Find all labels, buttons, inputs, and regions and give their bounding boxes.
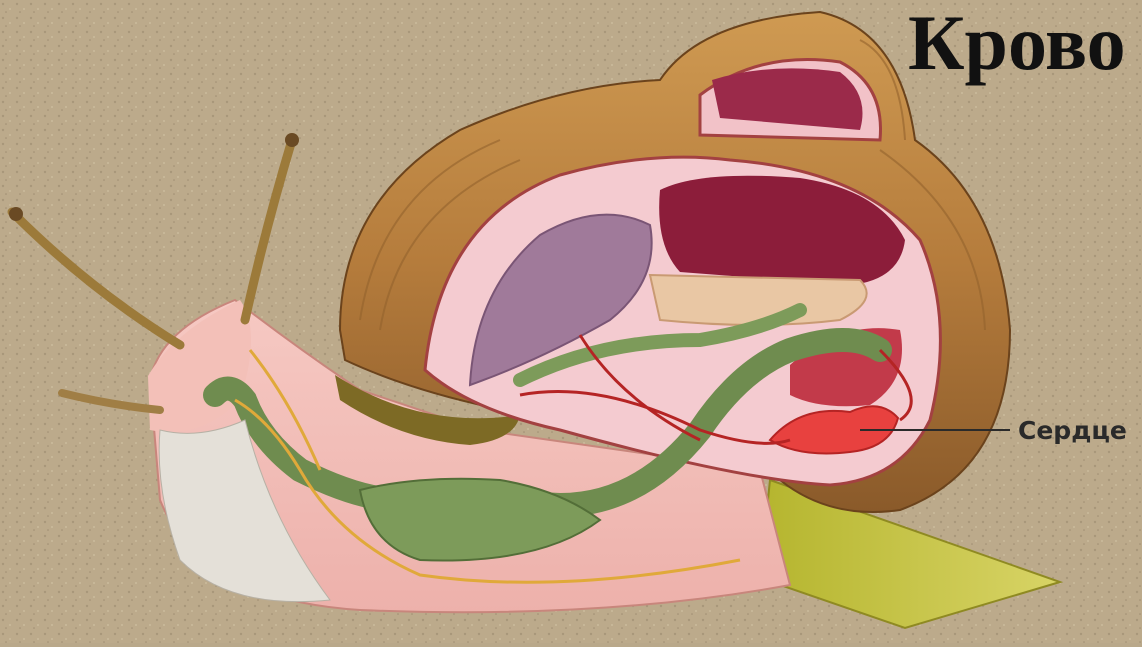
slide-title: Крово bbox=[908, 4, 1126, 82]
tentacle-eye-right bbox=[285, 133, 299, 147]
tentacle-eye-left bbox=[9, 207, 23, 221]
albumen-gland bbox=[650, 275, 867, 325]
heart-label: Сердце bbox=[1018, 416, 1127, 445]
